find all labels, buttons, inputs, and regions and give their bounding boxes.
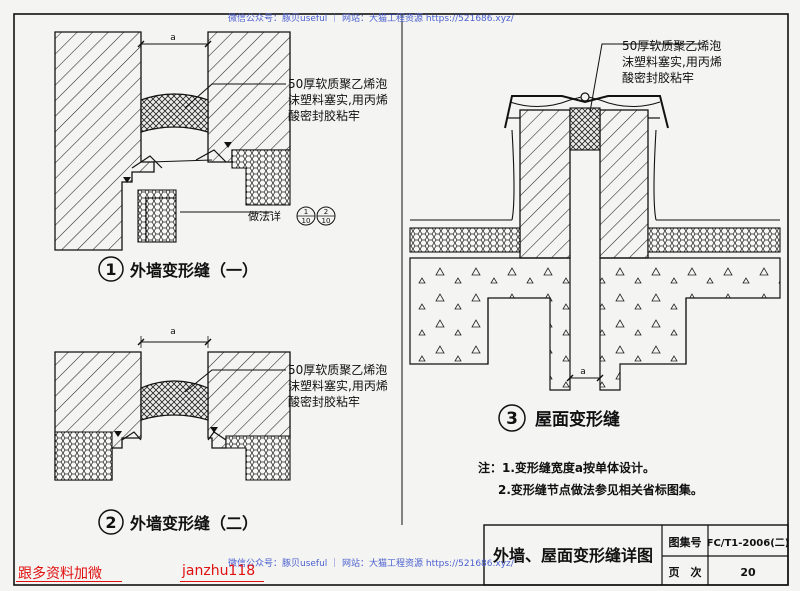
fig1-caption: 1 外墙变形缝（一） (98, 256, 258, 282)
fig1-ref2-top: 2 (324, 208, 328, 216)
fig2-note-line1: 50厚软质聚乙烯泡 (288, 363, 387, 377)
fig1-number: 1 (105, 260, 116, 279)
figure-2-drawing (54, 336, 291, 481)
fig1-note: 50厚软质聚乙烯泡 沫塑料塞实,用丙烯 酸密封胶粘牢 (288, 77, 388, 123)
fig3-note-line3: 酸密封胶粘牢 (622, 70, 694, 85)
fig1-reference: 做法详 1 10 2 10 (248, 206, 336, 226)
fig2-number: 2 (105, 513, 116, 532)
fig2-title: 外墙变形缝（二） (129, 514, 258, 533)
page-label: 页 次 (669, 565, 702, 579)
footer-id-text: janzhu118 (182, 563, 256, 579)
fig2-note: 50厚软质聚乙烯泡 沫塑料塞实,用丙烯 酸密封胶粘牢 (288, 363, 388, 409)
fig1-ref1-bottom: 10 (302, 217, 311, 225)
sheet-frame (13, 13, 789, 586)
fig2-note-line3: 酸密封胶粘牢 (288, 394, 360, 409)
fig1-note-line1: 50厚软质聚乙烯泡 (288, 77, 387, 91)
footer-left-text: 跟多资料加微 (18, 566, 102, 582)
watermark-top: 微信公众号：豚贝useful ｜ 网站：大猫工程资源 https://52168… (228, 14, 514, 24)
fig1-note-line2: 沫塑料塞实,用丙烯 (288, 92, 388, 107)
figure-1-drawing (54, 31, 291, 251)
title-block-title: 外墙、屋面变形缝详图 (492, 546, 653, 565)
page-value: 20 (740, 566, 756, 579)
fig3-number: 3 (506, 409, 518, 429)
footer-id-underline (180, 581, 264, 582)
fig3-note: 50厚软质聚乙烯泡 沫塑料塞实,用丙烯 酸密封胶粘牢 (622, 39, 722, 85)
title-block: 外墙、屋面变形缝详图 图集号 FC/T1-2006(二) 页 次 20 (483, 524, 790, 586)
fig1-title: 外墙变形缝（一） (129, 261, 258, 280)
fig3-dimension-a: a (580, 367, 586, 377)
general-note-1: 注：1.变形缝宽度a按单体设计。 (478, 460, 655, 475)
fig2-dimension-a: a (170, 327, 176, 337)
atlas-label: 图集号 (669, 535, 702, 549)
fig3-caption: 3 屋面变形缝 (498, 404, 620, 432)
footer-left-underline (16, 581, 122, 582)
fig1-ref1-top: 1 (304, 208, 308, 216)
fig2-caption: 2 外墙变形缝（二） (98, 509, 258, 535)
fig3-title: 屋面变形缝 (535, 409, 620, 430)
fig3-note-line1: 50厚软质聚乙烯泡 (622, 39, 721, 53)
atlas-value: FC/T1-2006(二) (707, 537, 790, 549)
watermark-bottom: 微信公众号：豚贝useful ｜ 网站：大猫工程资源 https://52168… (228, 559, 514, 569)
figure-3-drawing (409, 43, 781, 391)
fig1-ref-label: 做法详 (248, 209, 281, 223)
fig3-note-line2: 沫塑料塞实,用丙烯 (622, 54, 722, 69)
general-note-2: 2.变形缝节点做法参见相关省标图集。 (498, 482, 703, 497)
fig1-note-line3: 酸密封胶粘牢 (288, 108, 360, 123)
fig1-dimension-a: a (170, 33, 176, 43)
fig2-note-line2: 沫塑料塞实,用丙烯 (288, 378, 388, 393)
fig1-ref2-bottom: 10 (322, 217, 331, 225)
